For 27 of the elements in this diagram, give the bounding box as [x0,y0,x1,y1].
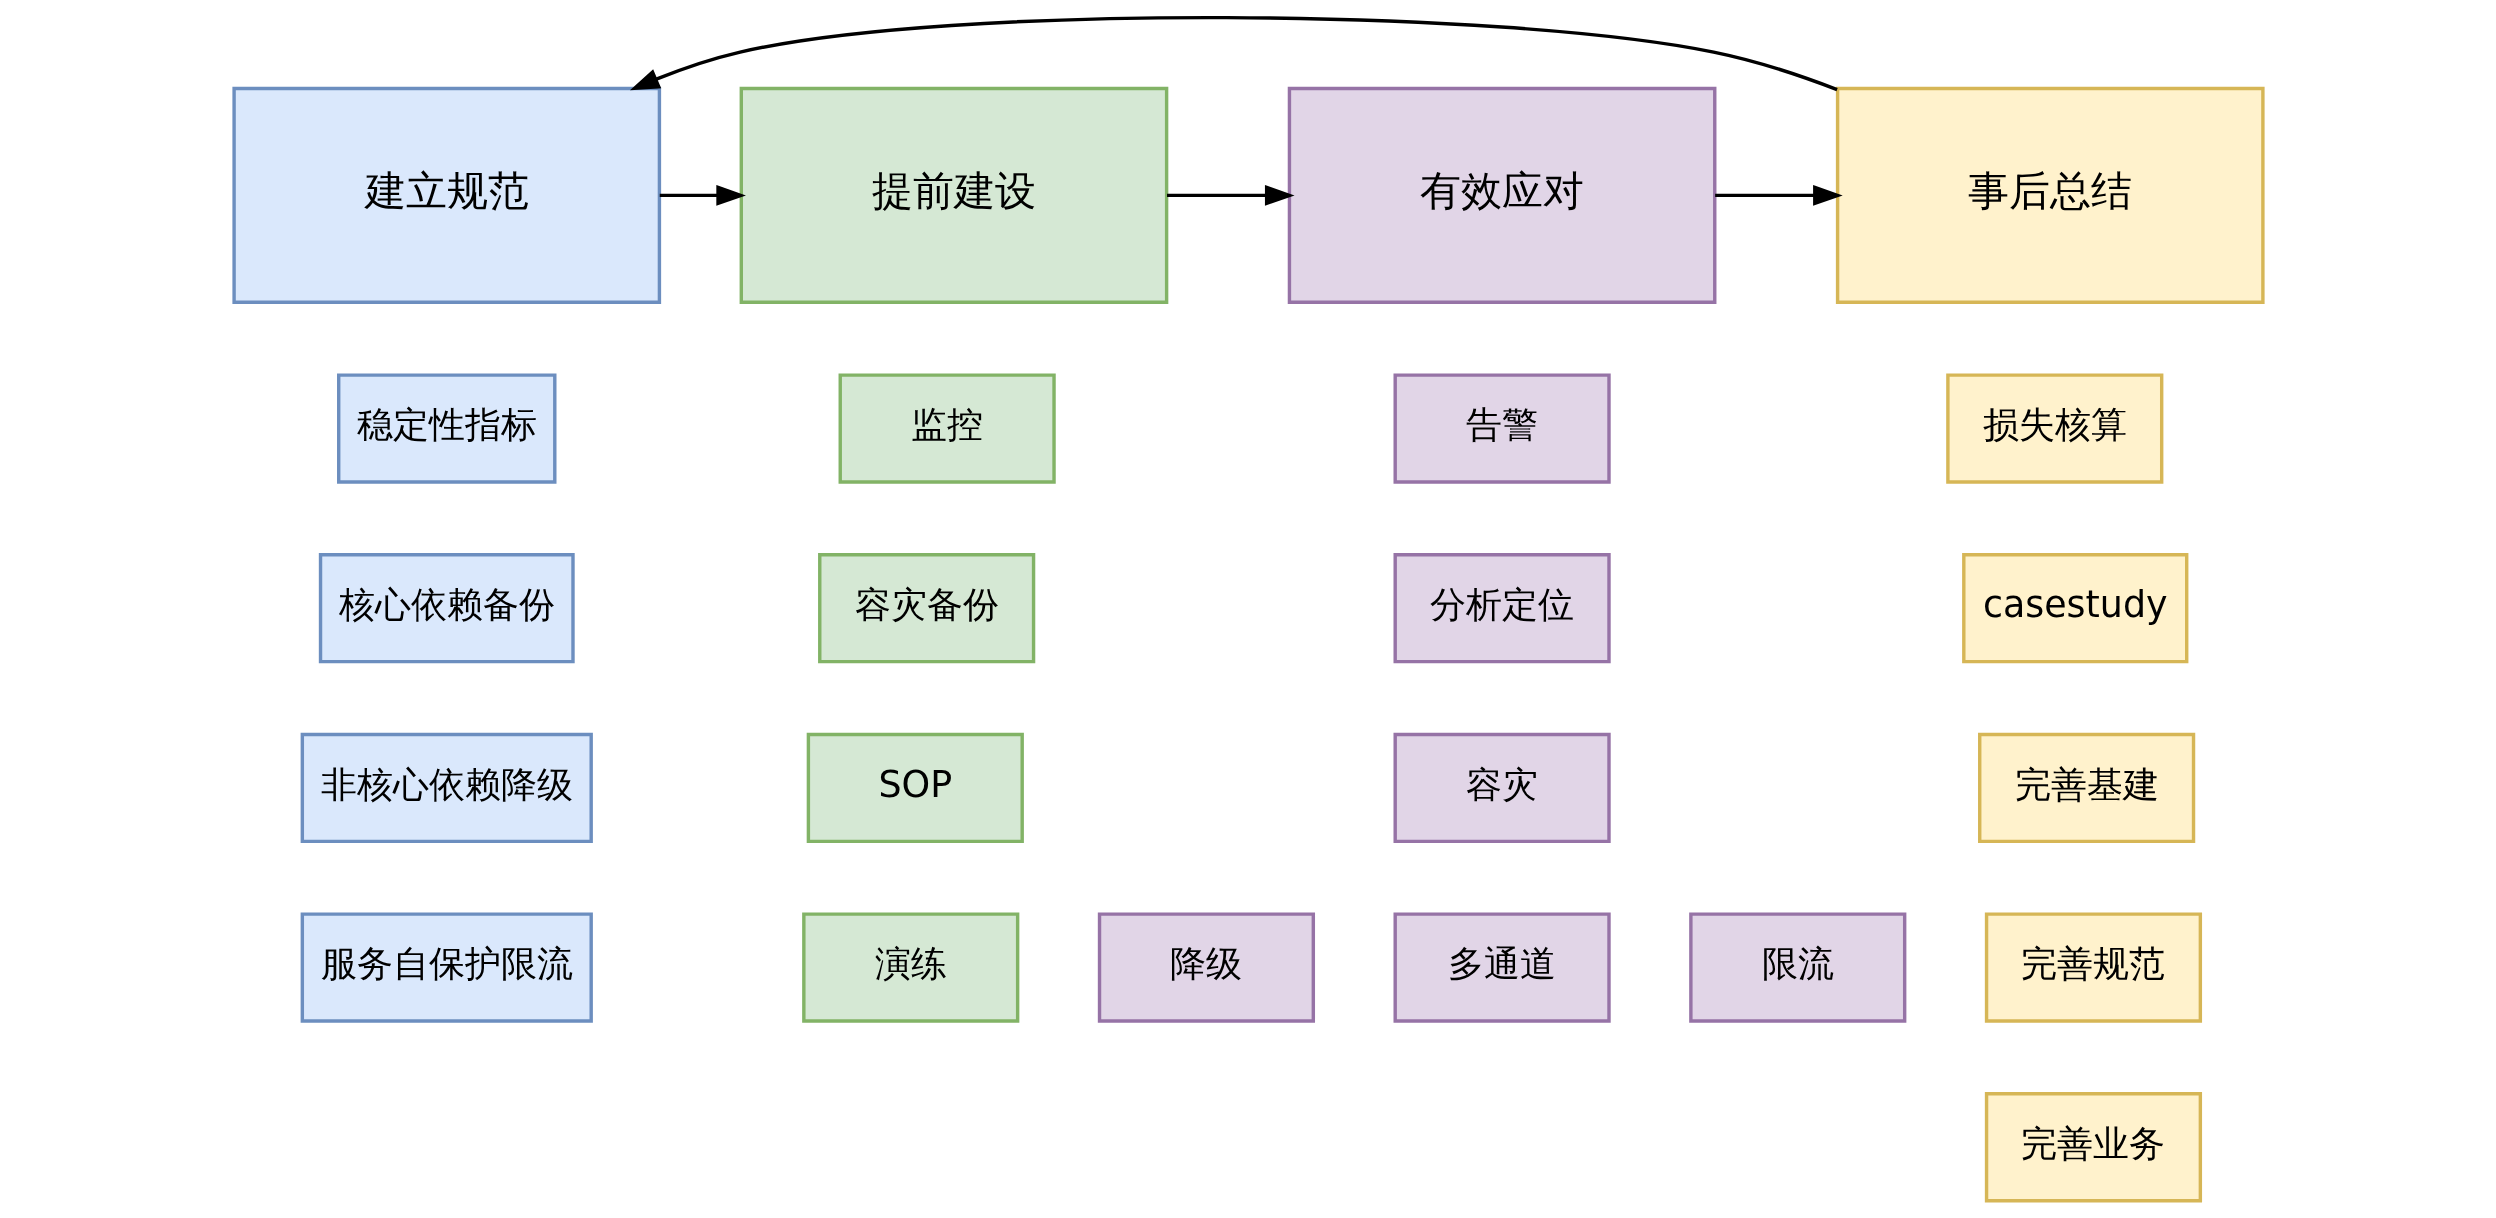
node-box: casestudy [1961,553,2188,664]
node-box: 演练 [801,912,1019,1023]
node-box: 稳定性指标 [336,373,556,484]
node-box: 事后总结 [1835,86,2265,304]
node-box: 提前建设 [739,86,1168,304]
node-box: 限流 [1688,912,1906,1023]
node-box: 核心依赖备份 [318,553,575,664]
node-box: 容灾备份 [817,553,1035,664]
arrow [659,185,746,206]
node-box: 降级 [1097,912,1315,1023]
node-box: 服务自保护限流 [300,912,593,1023]
node-box: 损失核算 [1945,373,2163,484]
arrow [629,15,1838,92]
node-box: SOP [806,732,1024,844]
node-box: 有效应对 [1287,86,1716,304]
node-box: 建立规范 [231,86,661,304]
node-box: 多通道 [1393,912,1611,1023]
node-box: 容灾 [1393,732,1611,844]
arrow [1714,185,1843,206]
node-box: 非核心依赖降级 [300,732,593,844]
node-box: 监控 [838,373,1056,484]
arrow [1166,185,1295,206]
node-box: 完善规范 [1984,912,2202,1023]
node-box: 分析定位 [1393,553,1611,664]
node-box: 完善业务 [1984,1092,2202,1203]
node-box: 告警 [1393,373,1611,484]
node-box: 完善基建 [1977,732,2195,844]
